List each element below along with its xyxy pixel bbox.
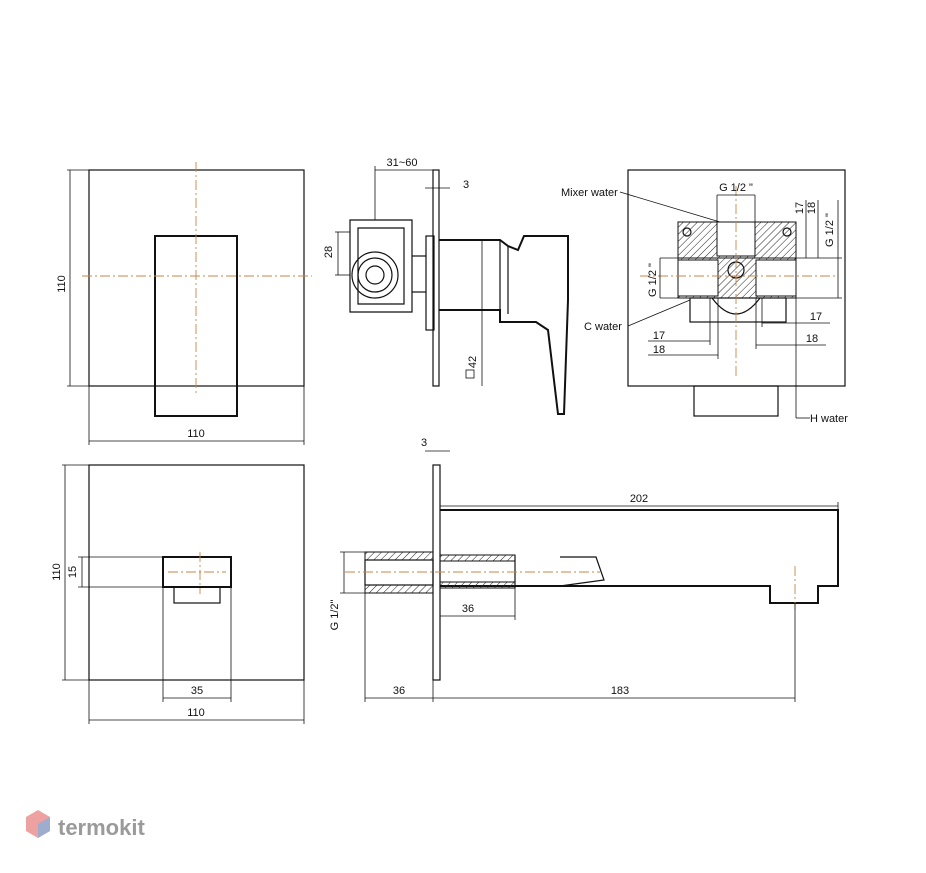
label-mixer-water: Mixer water: [561, 187, 618, 199]
side-top-range-label: 31~60: [387, 157, 418, 169]
side-bottom-202-label: 202: [630, 493, 648, 505]
label-c-water: C water: [584, 321, 622, 333]
side-bottom-183-label: 183: [611, 685, 629, 697]
side-top-28-label: 28: [323, 246, 335, 258]
brand-name: termokit: [58, 815, 145, 840]
side-bottom-plate-label: 3: [421, 437, 427, 449]
side-bottom-36-inner-label: 36: [462, 603, 474, 615]
rear-view: Mixer water G 1/2 " G 1/2 " G 1/2 " 17 1…: [561, 169, 848, 425]
rear-dim-17a: 17: [794, 202, 806, 214]
rear-dim-17c: 17: [810, 311, 822, 323]
front-bottom-35-label: 35: [191, 685, 203, 697]
front-bottom-height-label: 110: [51, 563, 63, 581]
front-view-top: 110 110: [56, 162, 312, 445]
side-bottom-g-label: G 1/2": [329, 600, 341, 631]
rear-dim-18c: 18: [806, 333, 818, 345]
front-top-height-label: 110: [56, 275, 68, 293]
label-g-top: G 1/2 ": [719, 182, 753, 194]
side-bottom-36-label: 36: [393, 685, 405, 697]
side-view-bottom: 3 202 36 G 1/2" 36 183: [329, 437, 839, 702]
front-bottom-15-label: 15: [67, 566, 79, 578]
rear-dim-18b: 18: [653, 344, 665, 356]
front-view-bottom: 15 110 35 110: [51, 464, 305, 724]
label-g-left: G 1/2 ": [647, 263, 659, 297]
termokit-logo: termokit: [26, 810, 145, 840]
side-top-plate-label: 3: [463, 179, 469, 191]
label-h-water: H water: [810, 413, 848, 425]
side-view-top: 31~60 3 28 42: [323, 157, 569, 415]
front-top-width-label: 110: [187, 428, 205, 440]
rear-dim-18a: 18: [806, 202, 818, 214]
side-top-42-label: 42: [467, 356, 479, 368]
rear-dim-17b: 17: [653, 330, 665, 342]
label-g-right: G 1/2 ": [824, 213, 836, 247]
front-bottom-width-label: 110: [187, 707, 205, 719]
